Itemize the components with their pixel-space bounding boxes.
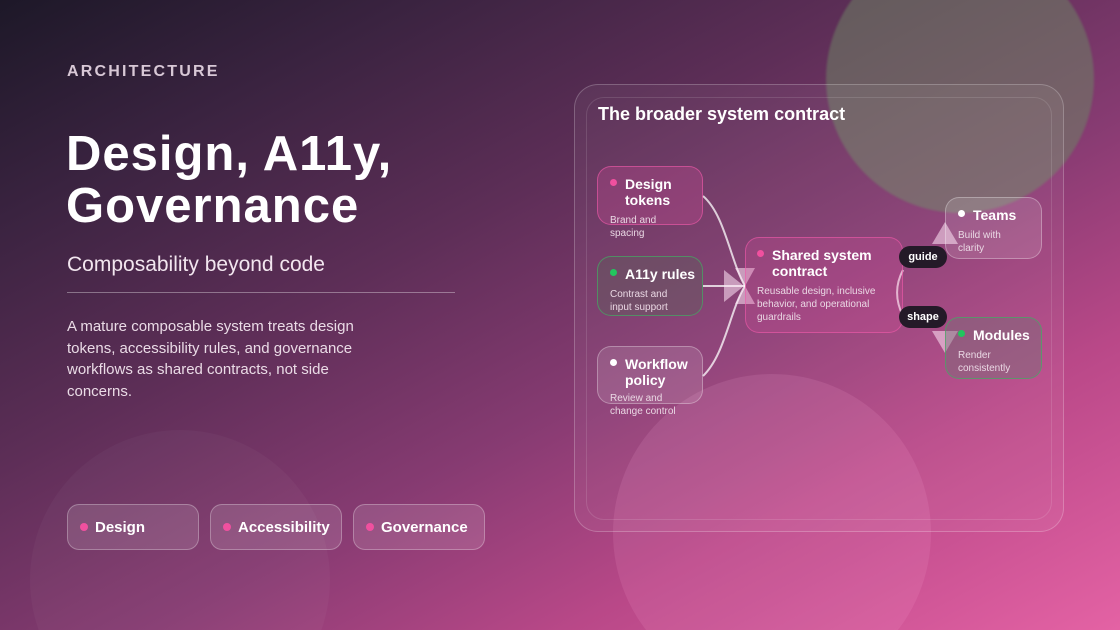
dot-icon — [366, 523, 374, 531]
node-title: Design tokens — [625, 176, 672, 208]
dot-icon — [958, 330, 965, 337]
node-title: Teams — [973, 207, 1017, 223]
node-subtitle: Review and change control — [610, 393, 676, 417]
node-subtitle: Render consistently — [958, 350, 1011, 374]
system-contract-panel — [574, 84, 1064, 532]
eyebrow-label: ARCHITECTURE — [67, 63, 220, 80]
page-title: Design, A11y, Governance — [66, 128, 392, 232]
chip-label: Accessibility — [238, 518, 330, 536]
dot-icon — [958, 210, 965, 217]
edge-label-shape: shape — [899, 306, 947, 328]
chip-label: Design — [95, 518, 146, 536]
subtitle: Composability beyond code — [67, 253, 325, 276]
dot-icon — [610, 269, 617, 276]
dot-icon — [610, 179, 617, 186]
node-design-tokens[interactable]: Design tokens Brand and spacing — [597, 166, 703, 239]
node-title: A11y rules — [625, 266, 696, 282]
chip-label: Governance — [381, 518, 468, 536]
panel-title: The broader system contract — [598, 104, 846, 124]
divider — [67, 292, 455, 293]
node-title: Workflow policy — [625, 356, 688, 388]
node-teams[interactable]: Teams Build with clarity — [945, 197, 1042, 259]
title-line-2: Governance — [66, 179, 360, 233]
node-subtitle: Contrast and input support — [610, 289, 668, 313]
chip-governance[interactable]: Governance — [353, 504, 485, 550]
chip-accessibility[interactable]: Accessibility — [210, 504, 342, 550]
dot-icon — [610, 359, 617, 366]
dot-icon — [223, 523, 231, 531]
description: A mature composable system treats design… — [67, 318, 354, 400]
title-line-1: Design, A11y, — [66, 127, 393, 181]
chip-design[interactable]: Design — [67, 504, 199, 550]
node-modules[interactable]: Modules Render consistently — [945, 317, 1042, 379]
dot-icon — [757, 250, 764, 257]
node-workflow-policy[interactable]: Workflow policy Review and change contro… — [597, 346, 703, 417]
node-subtitle: Reusable design, inclusive behavior, and… — [757, 286, 876, 323]
node-subtitle: Brand and spacing — [610, 215, 657, 239]
dot-icon — [80, 523, 88, 531]
node-title: Shared system contract — [772, 247, 872, 279]
node-title: Modules — [973, 327, 1030, 343]
panel-inner-border — [586, 97, 1052, 520]
node-shared-system-contract[interactable]: Shared system contract Reusable design, … — [745, 237, 903, 333]
node-a11y-rules[interactable]: A11y rules Contrast and input support — [597, 256, 703, 316]
edge-label-guide: guide — [899, 246, 947, 268]
node-subtitle: Build with clarity — [958, 230, 1001, 254]
